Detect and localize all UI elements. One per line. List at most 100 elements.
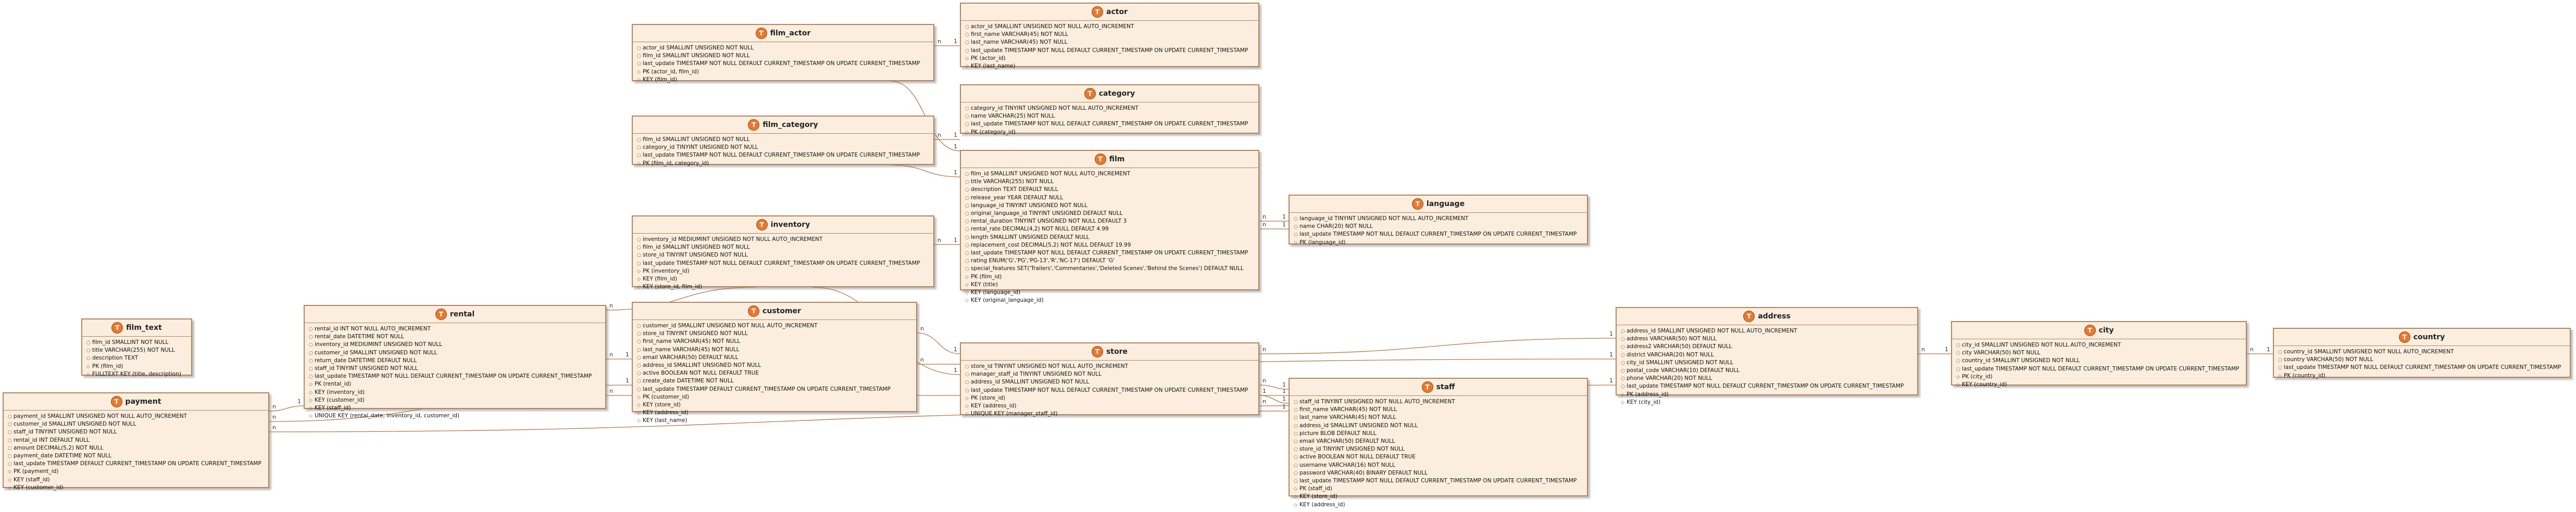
field-icon: ○ xyxy=(1294,439,1298,445)
field-text: KEY (last_name) xyxy=(971,63,1016,70)
field-icon: ○ xyxy=(637,245,641,251)
field-row: ○film_id SMALLINT UNSIGNED NOT NULL xyxy=(637,136,929,144)
field-row: ◇KEY (address_id) xyxy=(1294,501,1583,509)
field-icon: ◇ xyxy=(965,298,969,304)
field-icon: ○ xyxy=(1294,415,1298,421)
field-row: ○email VARCHAR(50) DEFAULT NULL xyxy=(637,354,912,362)
field-text: name VARCHAR(25) NOT NULL xyxy=(971,113,1055,120)
field-icon: ◇ xyxy=(1294,240,1297,246)
field-text: first_name VARCHAR(45) NOT NULL xyxy=(643,338,741,345)
cardinality-label: 1 xyxy=(1609,351,1613,358)
field-row: ○city_id SMALLINT UNSIGNED NOT NULL AUTO… xyxy=(1956,341,2242,349)
field-text: PK (customer_id) xyxy=(643,393,690,400)
field-text: last_name VARCHAR(45) NOT NULL xyxy=(971,39,1068,46)
field-row: ○return_date DATETIME DEFAULT NULL xyxy=(309,357,601,365)
field-icon: ○ xyxy=(965,180,969,185)
field-row: ○replacement_cost DECIMAL(5,2) NOT NULL … xyxy=(965,241,1254,249)
field-row: ○language_id TINYINT UNSIGNED NOT NULL xyxy=(965,202,1254,210)
field-icon: ○ xyxy=(637,347,641,353)
entity-title: customer xyxy=(762,307,801,315)
table-icon: T xyxy=(110,396,122,407)
field-row: ◇PK (customer_id) xyxy=(637,393,912,401)
field-text: KEY (customer_id) xyxy=(14,484,64,491)
field-icon: ○ xyxy=(8,445,12,451)
field-icon: ○ xyxy=(965,251,969,257)
field-row: ○country_id SMALLINT UNSIGNED NOT NULL xyxy=(1956,357,2242,365)
field-icon: ○ xyxy=(965,364,969,369)
field-icon: ○ xyxy=(965,203,969,209)
field-row: ○last_name VARCHAR(45) NOT NULL xyxy=(1294,414,1583,421)
field-row: ◇KEY (film_id) xyxy=(637,76,929,84)
field-text: last_name VARCHAR(45) NOT NULL xyxy=(1299,414,1396,421)
field-text: last_update TIMESTAMP NOT NULL DEFAULT C… xyxy=(643,260,920,266)
field-text: store_id TINYINT UNSIGNED NOT NULL xyxy=(643,330,748,337)
field-row: ○city_id SMALLINT UNSIGNED NOT NULL xyxy=(1621,359,1913,367)
field-icon: ○ xyxy=(1294,232,1298,238)
field-icon: ◇ xyxy=(637,418,641,424)
field-text: city VARCHAR(50) NOT NULL xyxy=(1962,350,2041,356)
cardinality-label: n xyxy=(937,132,941,138)
field-row: ○length SMALLINT UNSIGNED DEFAULT NULL xyxy=(965,234,1254,241)
field-icon: ○ xyxy=(1294,455,1298,460)
field-row: ○active BOOLEAN NOT NULL DEFAULT TRUE xyxy=(637,369,912,377)
field-icon: ◇ xyxy=(965,395,969,401)
field-row: ○last_update TIMESTAMP NOT NULL DEFAULT … xyxy=(965,249,1254,257)
field-icon: ○ xyxy=(8,438,12,443)
field-row: ○password VARCHAR(40) BINARY DEFAULT NUL… xyxy=(1294,469,1583,477)
cardinality-label: 1 xyxy=(1945,346,1948,353)
field-row: ◇PK (language_id) xyxy=(1294,239,1583,247)
table-icon: T xyxy=(1092,6,1104,18)
field-icon: ◇ xyxy=(965,412,969,417)
field-row: ○customer_id SMALLINT UNSIGNED NOT NULL xyxy=(309,349,601,357)
field-text: last_update TIMESTAMP NOT NULL DEFAULT C… xyxy=(971,121,1248,127)
field-text: KEY (film_id) xyxy=(643,276,678,283)
field-row: ◇KEY (original_language_id) xyxy=(965,297,1254,304)
field-text: first_name VARCHAR(45) NOT NULL xyxy=(1299,406,1397,413)
field-text: original_language_id TINYINT UNSIGNED DE… xyxy=(971,210,1123,217)
field-row: ○first_name VARCHAR(45) NOT NULL xyxy=(637,338,912,345)
field-list: ○category_id TINYINT UNSIGNED NOT NULL A… xyxy=(961,103,1258,139)
field-text: release_year YEAR DEFAULT NULL xyxy=(971,194,1064,201)
field-row: ○staff_id TINYINT UNSIGNED NOT NULL AUTO… xyxy=(1294,398,1583,406)
field-icon: ○ xyxy=(2278,357,2282,363)
field-row: ◇KEY (store_id) xyxy=(637,401,912,409)
field-icon: ◇ xyxy=(637,69,641,75)
field-row: ◇KEY (store_id, film_id) xyxy=(637,283,929,291)
field-icon: ○ xyxy=(637,61,641,67)
field-text: UNIQUE KEY (manager_staff_id) xyxy=(971,411,1058,417)
cardinality-label: 1 xyxy=(1282,388,1286,394)
field-icon: ○ xyxy=(965,372,969,378)
field-icon: ○ xyxy=(1294,431,1298,437)
field-row: ○original_language_id TINYINT UNSIGNED D… xyxy=(965,210,1254,217)
field-text: language_id TINYINT UNSIGNED NOT NULL AU… xyxy=(1299,215,1469,222)
cardinality-label: 1 xyxy=(954,38,957,45)
field-icon: ○ xyxy=(1621,368,1625,374)
field-row: ◇PK (city_id) xyxy=(1956,373,2242,381)
entity-title: payment xyxy=(125,398,161,406)
field-text: active BOOLEAN NOT NULL DEFAULT TRUE xyxy=(643,370,759,377)
field-text: KEY (title) xyxy=(971,281,998,288)
entity-title: film_text xyxy=(126,324,162,332)
cardinality-label: 1 xyxy=(954,367,957,374)
field-text: customer_id SMALLINT UNSIGNED NOT NULL xyxy=(315,349,437,356)
field-row: ○rental_id INT DEFAULT NULL xyxy=(8,437,264,444)
field-text: KEY (address_id) xyxy=(971,403,1017,409)
field-text: film_id SMALLINT UNSIGNED NOT NULL AUTO_… xyxy=(971,171,1131,177)
cardinality-label: n xyxy=(920,356,924,363)
